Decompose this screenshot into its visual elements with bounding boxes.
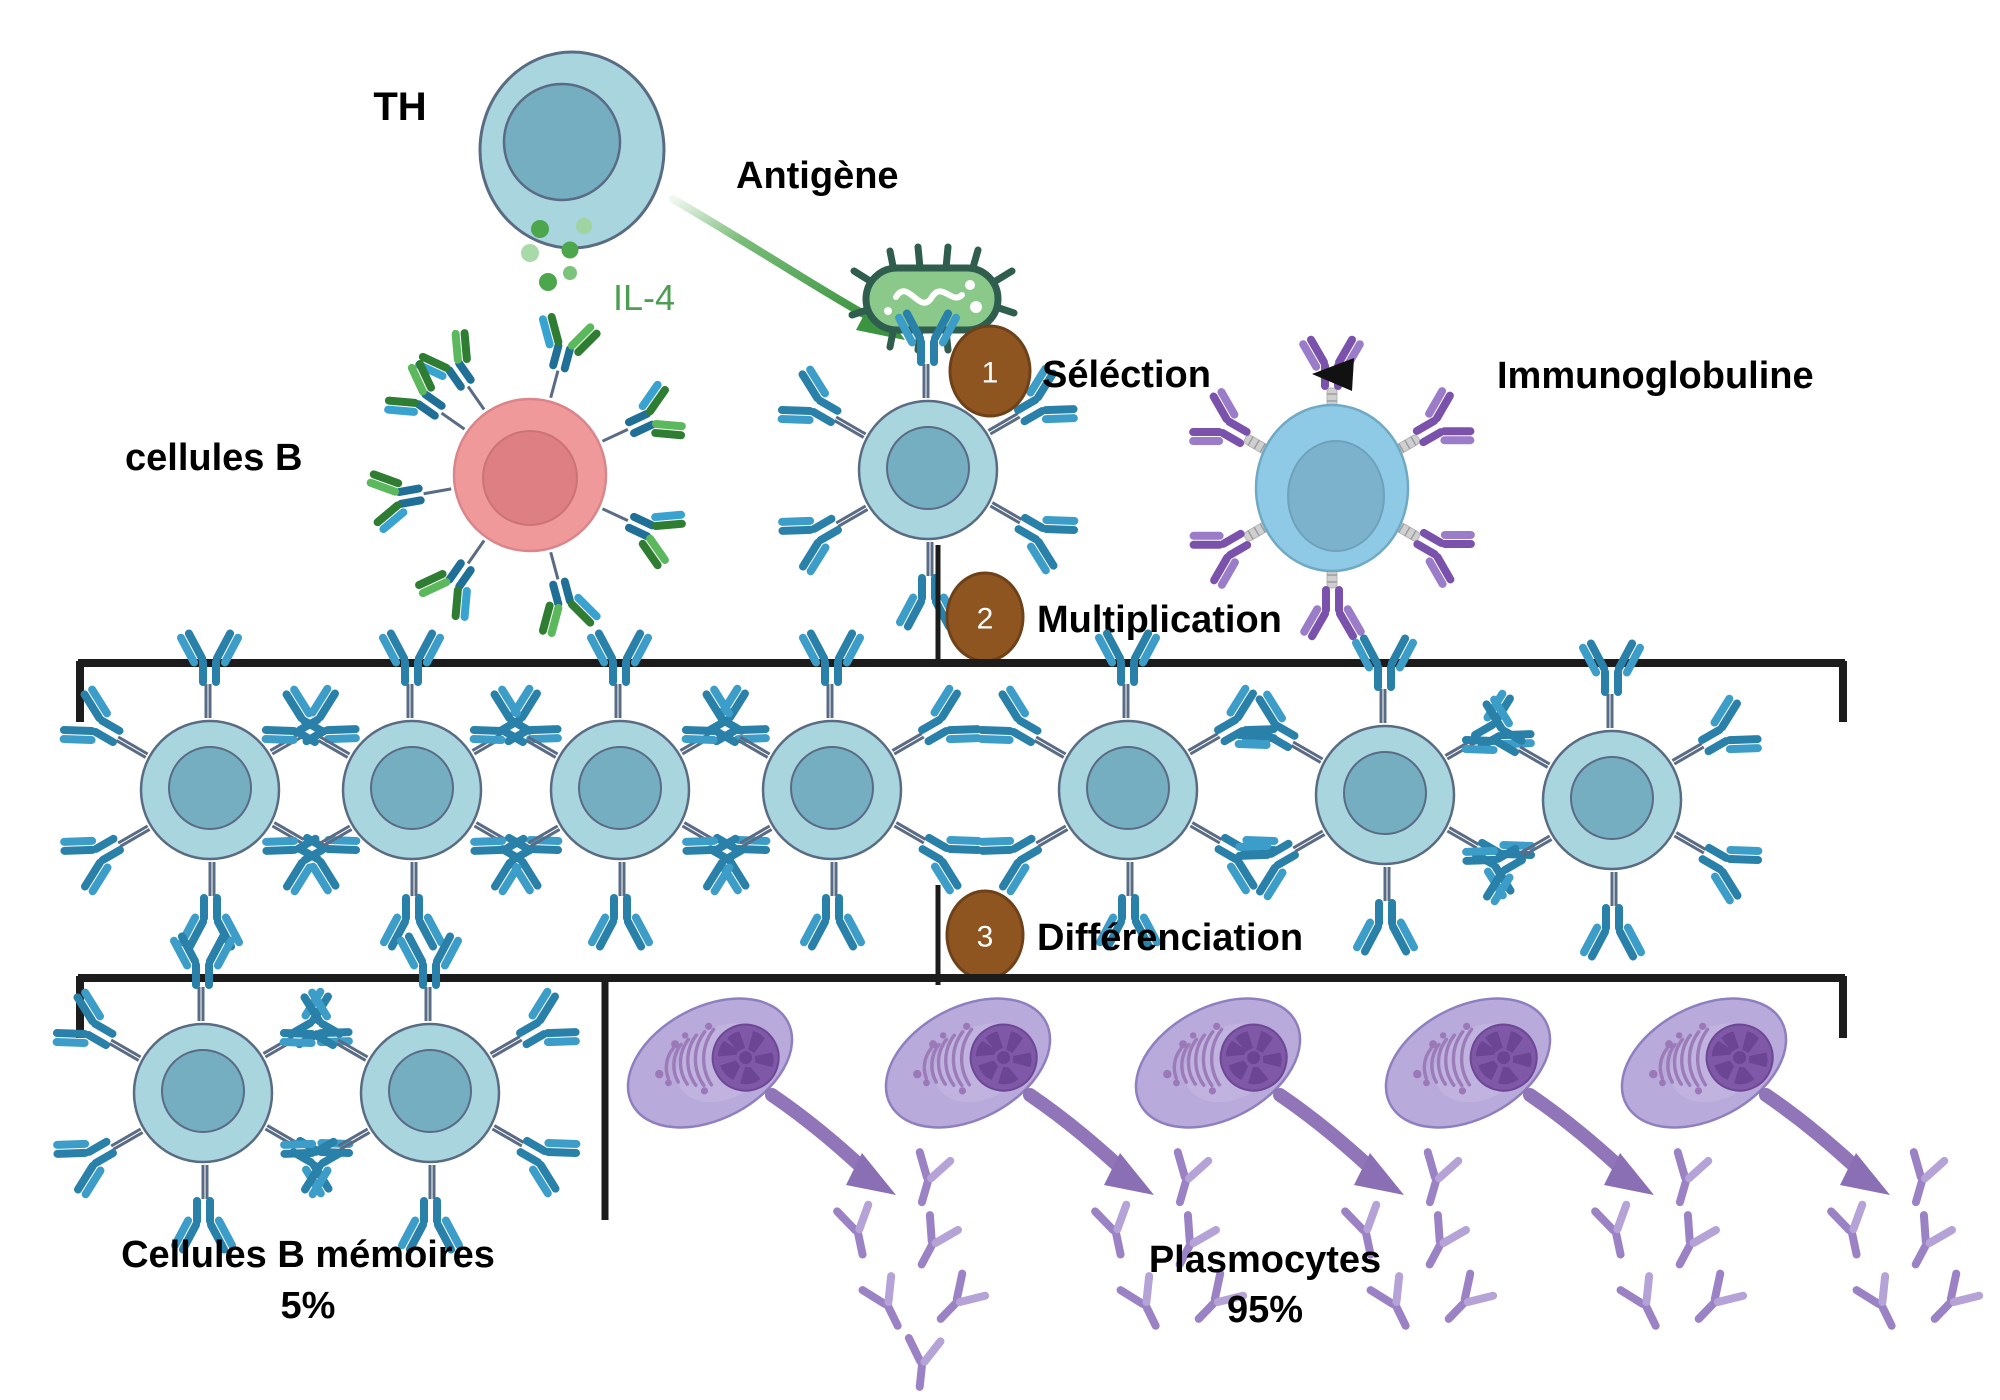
step-1-number: 1 (982, 357, 999, 390)
b-cell-clone (675, 628, 990, 952)
plasma-cell-unit (1112, 970, 1501, 1339)
step-3-number: 3 (977, 921, 994, 954)
bracket-multiplication (76, 659, 1847, 722)
b-cell-clone (971, 628, 1286, 952)
memory-b-cells-percent: 5% (281, 1285, 336, 1327)
plasma-cell-unit (604, 970, 993, 1394)
th-cell (478, 50, 666, 250)
immunoglobulin-cell (1181, 333, 1483, 643)
clonal-b-cell-row (53, 628, 1770, 962)
selected-b-cell (771, 308, 1086, 632)
step-1-badge: 1 (948, 324, 1032, 418)
memory-b-cells-label: Cellules B mémoires (121, 1234, 495, 1276)
immunoglobuline-label: Immunoglobuline (1497, 355, 1814, 397)
b-cell-clone (255, 628, 570, 952)
step-1-label: Séléction (1042, 354, 1211, 396)
antigene-label: Antigène (736, 155, 899, 197)
plasma-cell-unit (862, 970, 1251, 1339)
step-3-badge: 3 (945, 889, 1025, 981)
b-cell-clone (463, 628, 778, 952)
naive-b-cell (361, 306, 694, 644)
step-2-number: 2 (977, 603, 994, 636)
il4-label: IL-4 (613, 277, 675, 318)
plasmocytes-percent: 95% (1227, 1289, 1303, 1331)
bracket-differenciation (76, 974, 1847, 1220)
plasma-cell-group (604, 970, 1987, 1394)
step-2-badge: 2 (945, 571, 1025, 663)
b-cell-clone (53, 628, 368, 952)
il4-dots (521, 218, 592, 291)
plasma-cell-unit (1598, 970, 1987, 1339)
b-cell-clone (1455, 638, 1770, 962)
cellules-b-label: cellules B (125, 437, 302, 479)
immunoglobulin-pointer-arrow (1312, 358, 1480, 391)
plasma-cell-unit (1362, 970, 1751, 1339)
th-label: TH (373, 85, 426, 129)
b-cell-clone (1228, 633, 1543, 957)
step-2-label: Multiplication (1037, 599, 1282, 641)
step-3-label: Différenciation (1037, 917, 1303, 959)
plasmocytes-label: Plasmocytes (1149, 1239, 1381, 1281)
